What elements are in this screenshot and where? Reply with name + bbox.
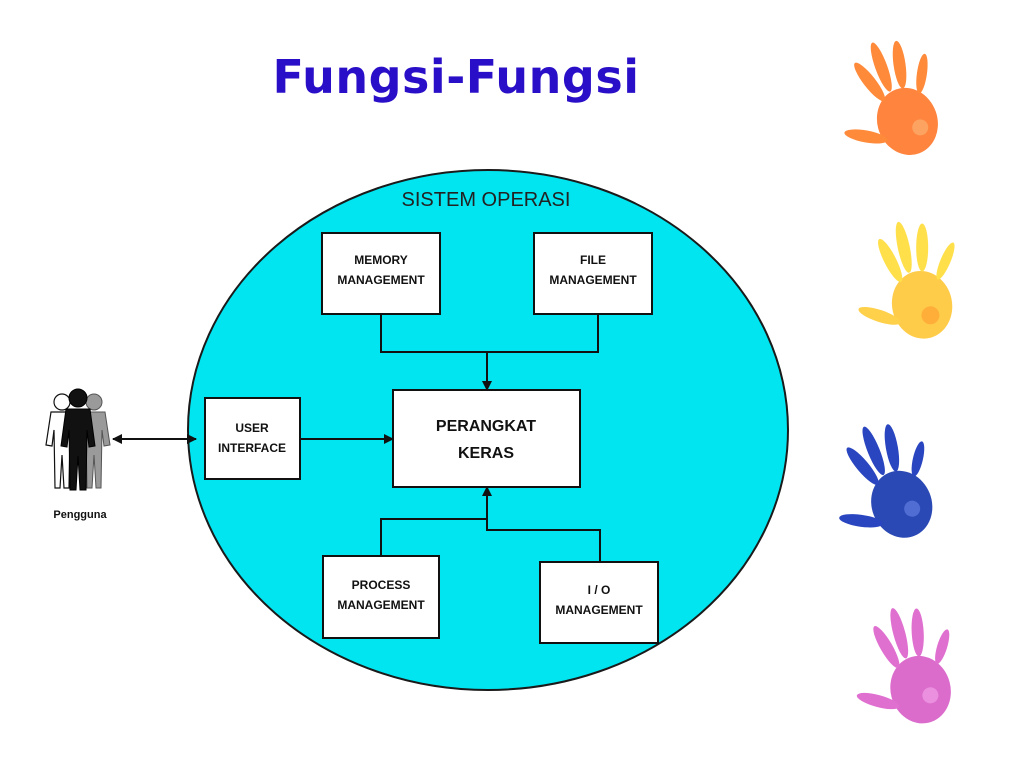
process-label-line2: MANAGEMENT — [337, 598, 425, 612]
memory-management-box: MEMORY MANAGEMENT — [321, 232, 441, 315]
hardware-label-line1: PERANGKAT — [436, 418, 536, 435]
hardware-label-line2: KERAS — [458, 445, 514, 462]
pink-hand-icon — [856, 608, 951, 724]
yellow-hand-icon — [858, 221, 955, 339]
process-label-line1: PROCESS — [352, 578, 411, 592]
io-label-line2: MANAGEMENT — [555, 603, 643, 617]
user-interface-box: USER INTERFACE — [204, 397, 301, 480]
file-label-line2: MANAGEMENT — [549, 273, 637, 287]
io-label-line1: I / O — [588, 583, 611, 597]
hardware-box: PERANGKAT KERAS — [392, 389, 581, 488]
users-icon — [45, 388, 111, 491]
memory-label-line2: MANAGEMENT — [337, 273, 425, 287]
connectors — [112, 315, 601, 562]
memory-label-line1: MEMORY — [354, 253, 408, 267]
bottom-connector — [380, 518, 601, 562]
blue-hand-icon — [839, 424, 933, 538]
io-management-box: I / O MANAGEMENT — [539, 561, 659, 644]
ui-label-line1: USER — [235, 421, 269, 435]
orange-hand-icon — [844, 40, 938, 155]
slide-title: Fungsi-Fungsi — [272, 50, 640, 104]
circle-label: SISTEM OPERASI — [402, 189, 571, 211]
top-connector — [380, 315, 599, 353]
file-label-line1: FILE — [580, 253, 606, 267]
process-management-box: PROCESS MANAGEMENT — [322, 555, 440, 639]
file-management-box: FILE MANAGEMENT — [533, 232, 653, 315]
user-label: Pengguna — [53, 509, 107, 521]
ui-label-line2: INTERFACE — [218, 441, 286, 455]
